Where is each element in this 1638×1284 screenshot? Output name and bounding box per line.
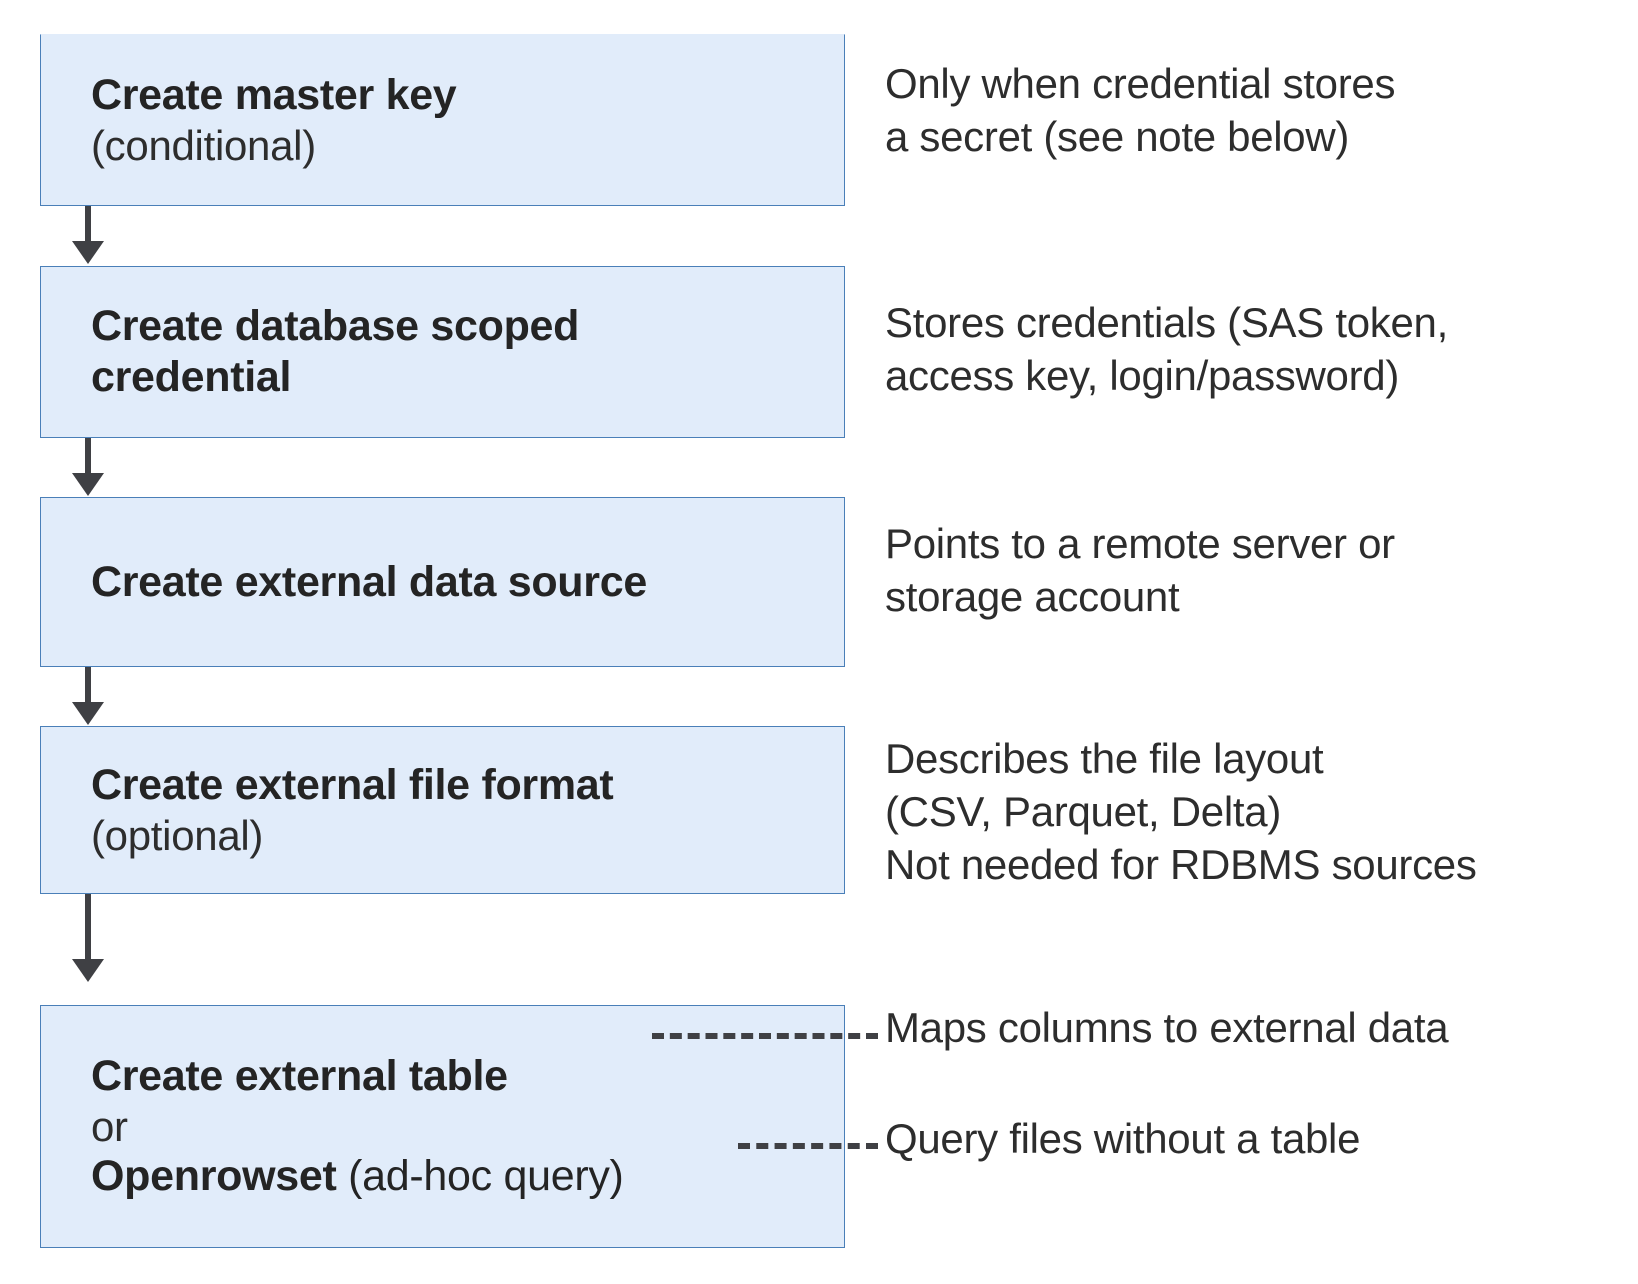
step-connector-word-or: or	[91, 1102, 128, 1150]
arrow-connector-4	[72, 894, 104, 982]
step-title-create-external-data-source: Create external data source	[91, 557, 647, 606]
step-title-scoped-credential-line1: Create database scoped	[91, 302, 580, 351]
description-line: Points to a remote server or	[885, 520, 1395, 567]
description-line: (CSV, Parquet, Delta)	[885, 787, 1282, 835]
step-title-create-master-key: Create master key	[91, 70, 457, 119]
description-create-master-key: Only when credential stores a secret (se…	[885, 58, 1395, 164]
description-line: Not needed for RDBMS sources	[885, 840, 1477, 888]
step-box-create-database-scoped-credential[interactable]: Create database scoped credential	[40, 266, 845, 438]
description-create-database-scoped-credential: Stores credentials (SAS token, access ke…	[885, 297, 1448, 403]
step-title-openrowset-suffix: (ad-hoc query)	[336, 1152, 624, 1201]
description-create-external-file-format: Describes the file layout (CSV, Parquet,…	[885, 733, 1477, 892]
step-title-scoped-credential-line2: credential	[91, 353, 292, 401]
step-box-create-external-table-or-openrowset[interactable]: Create external table or Openrowset (ad-…	[40, 1005, 845, 1248]
description-line: storage account	[885, 572, 1180, 620]
description-create-external-data-source: Points to a remote server or storage acc…	[885, 518, 1395, 624]
step-title-openrowset: Openrowset	[91, 1152, 337, 1201]
step-box-create-external-data-source[interactable]: Create external data source	[40, 497, 845, 667]
step-box-create-master-key[interactable]: Create master key (conditional)	[40, 34, 845, 206]
arrow-connector-1	[72, 206, 104, 264]
step-subtitle-create-external-file-format: (optional)	[91, 811, 264, 859]
step-subtitle-create-master-key: (conditional)	[91, 121, 316, 169]
arrow-connector-3	[72, 667, 104, 725]
arrow-connector-2	[72, 438, 104, 496]
description-line: access key, login/password)	[885, 351, 1400, 399]
description-line: a secret (see note below)	[885, 112, 1350, 160]
description-line: Only when credential stores	[885, 60, 1396, 107]
step-box-create-external-file-format[interactable]: Create external file format (optional)	[40, 726, 845, 894]
dashed-leader-openrowset	[738, 1143, 878, 1149]
description-line: Stores credentials (SAS token,	[885, 299, 1448, 346]
step-title-create-external-file-format: Create external file format	[91, 760, 614, 809]
step-title-openrowset-row: Openrowset (ad-hoc query)	[41, 1151, 844, 1202]
step-title-create-external-table: Create external table	[91, 1051, 508, 1100]
dashed-leader-external-table	[652, 1033, 878, 1039]
description-create-external-table: Maps columns to external data	[885, 1004, 1449, 1051]
description-line: Describes the file layout	[885, 735, 1324, 782]
description-openrowset: Query files without a table	[885, 1115, 1361, 1162]
